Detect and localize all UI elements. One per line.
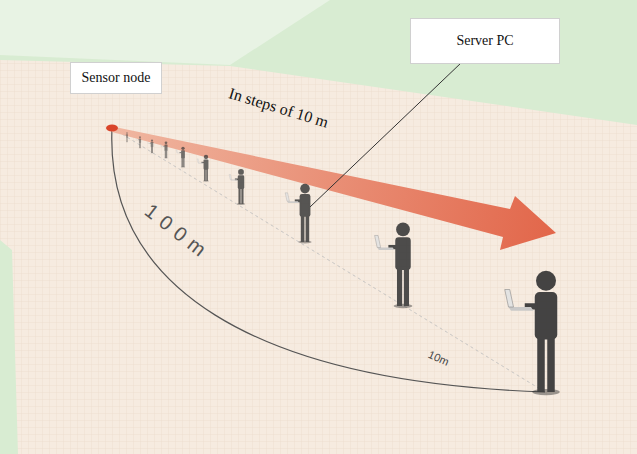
grass-patch: [0, 0, 330, 65]
distance-arc: [112, 128, 545, 392]
callout-box: Server PC: [410, 18, 560, 64]
baseline: [112, 128, 545, 392]
sensor-marker: [106, 125, 118, 132]
ground-plane: [0, 60, 637, 454]
step-label: 10m: [426, 348, 450, 368]
callout-text: Server PC: [456, 33, 513, 49]
distance-label: 100m: [140, 199, 216, 265]
person-row: [124, 132, 560, 395]
callout-box: Sensor node: [70, 62, 162, 94]
arrow-label: In steps of 10 m: [226, 84, 330, 131]
leader-line: [310, 62, 462, 207]
callout-text: Sensor node: [82, 70, 151, 86]
